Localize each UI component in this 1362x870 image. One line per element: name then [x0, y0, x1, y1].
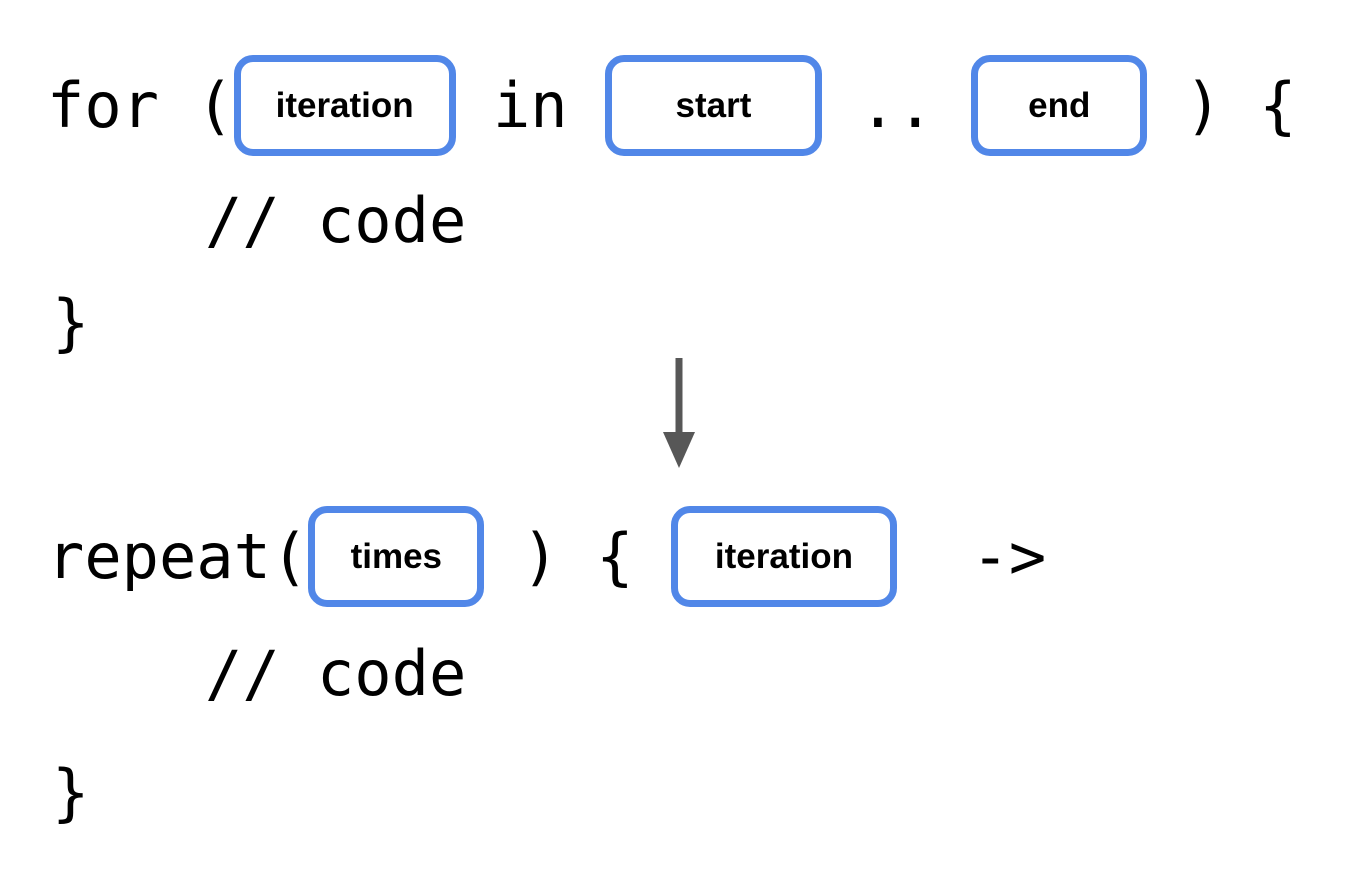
slot-start[interactable]: start: [604, 55, 822, 156]
slot-start-label: start: [675, 86, 752, 125]
slot-end-label: end: [1028, 86, 1091, 125]
slot-times-label: times: [350, 537, 443, 576]
repeat-signature-line: repeat( times ) { iteration ->: [47, 506, 1046, 607]
for-body-comment: // code: [205, 184, 467, 257]
in-keyword-text: in: [455, 68, 605, 142]
repeat-body-comment: // code: [205, 637, 467, 710]
for-loop-signature-line: for ( iteration in start .. end ) {: [47, 55, 1297, 156]
repeat-middle-text: ) {: [484, 519, 671, 593]
repeat-keyword-text: repeat(: [47, 519, 309, 593]
slot-iteration-repeat[interactable]: iteration: [670, 506, 897, 607]
range-operator-text: ..: [821, 68, 972, 142]
for-closing-brace: }: [52, 286, 90, 359]
slot-end[interactable]: end: [971, 55, 1148, 156]
slot-times[interactable]: times: [308, 506, 485, 607]
slot-iteration-for-label: iteration: [275, 86, 414, 125]
for-line-tail-text: ) {: [1147, 68, 1297, 142]
slot-iteration-for[interactable]: iteration: [233, 55, 456, 156]
arrow-down-icon: [655, 358, 705, 470]
for-keyword-text: for (: [47, 68, 234, 142]
slot-iteration-repeat-label: iteration: [714, 537, 853, 576]
repeat-closing-brace: }: [52, 756, 90, 829]
lambda-arrow-text: ->: [896, 519, 1047, 593]
